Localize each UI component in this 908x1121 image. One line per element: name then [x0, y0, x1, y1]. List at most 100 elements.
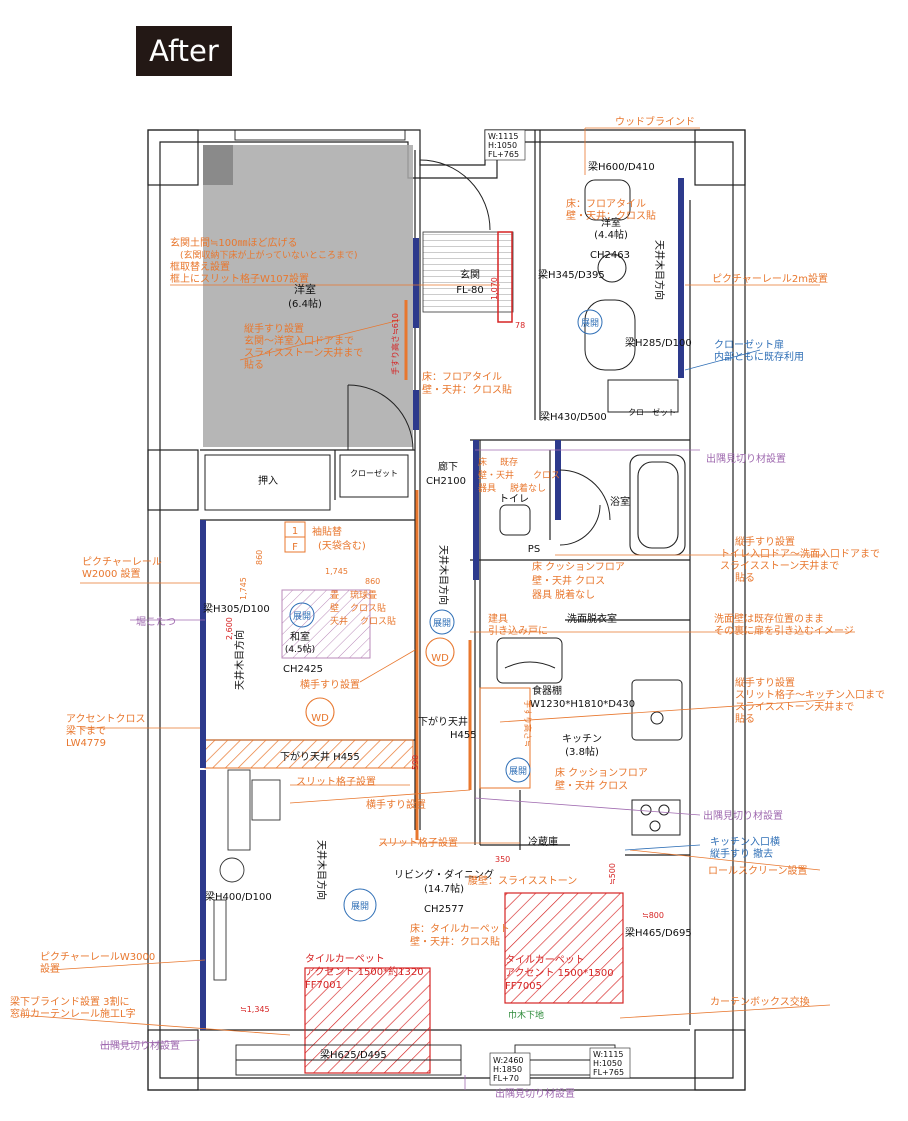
note-w-room-wall: 壁・天井：クロス貼	[566, 209, 656, 222]
window-bottom-mid-h: H:1850	[493, 1065, 522, 1074]
room-closet-mid: クローゼット	[350, 468, 398, 478]
dim-800: ≒800	[642, 911, 664, 920]
fixtures	[204, 179, 683, 836]
room-oshiire: 押入	[258, 474, 278, 487]
room-western-small-name: 洋室	[601, 216, 621, 229]
room-japanese-name: 和室	[290, 630, 310, 643]
note-living-floor: 床：タイルカーペット	[410, 922, 510, 935]
note-wash-wall: 壁・天井 クロス	[532, 574, 605, 587]
note-w-room-floor: 床：フロアタイル	[566, 197, 646, 210]
western-room-large-bevel	[203, 145, 233, 185]
leader-lines-purple	[99, 449, 701, 1090]
note-entrance-3: 框取替え設置	[170, 260, 230, 273]
dim-1745-b: 1,745	[239, 577, 248, 600]
wd-label-1: WD	[431, 653, 449, 664]
note-kitchen-rail-3: スライスストーン天井まで	[735, 700, 854, 713]
note-kitchen-entry-1: キッチン入口横	[710, 835, 780, 848]
western-room-large-floor	[203, 145, 413, 447]
room-western-large-size: (6.4帖)	[288, 297, 322, 310]
note-accent-2: 梁下まで	[66, 724, 106, 737]
pillar-label: 袖貼替	[312, 525, 342, 538]
note-wash-wall-note-2: その裏に扉を引き込むイメージ	[714, 624, 854, 637]
tenkai-label-5: 展開	[351, 901, 369, 912]
dim-2600: 2,600	[225, 617, 234, 640]
hall-tools: 器具	[478, 483, 496, 494]
hall-floor-1: 床	[478, 456, 487, 468]
doors	[347, 159, 611, 546]
window-top-fl: FL+765	[488, 150, 519, 159]
note-roll-screen: ロールスクリーン設置	[708, 864, 808, 877]
room-hallway-ch: CH2100	[426, 476, 466, 487]
room-japanese-size: (4.5帖)	[285, 643, 315, 655]
tenkai-label-2: 展開	[293, 611, 311, 622]
misc-labels: 食器棚 W1230*H1810*D430 1 F 袖貼替 (天袋含む) 1,74…	[225, 277, 664, 1021]
note-toilet-rail-4: 貼る	[735, 571, 755, 584]
bathtub	[629, 454, 686, 556]
window-bottom-mid-fl: FL+70	[493, 1074, 519, 1083]
room-western-small-ch: CH2463	[590, 250, 630, 261]
beam-8: 梁H625/D495	[320, 1048, 387, 1061]
beam-3: 梁H285/D100	[625, 336, 692, 349]
room-bath: 浴室	[610, 495, 630, 508]
window-bottom-mid-w: W:2460	[493, 1056, 524, 1065]
room-kitchen-size: (3.8帖)	[565, 745, 599, 758]
note-blind-1: 梁下ブラインド設置 3割に	[10, 995, 130, 1008]
hall-wall: 壁・天井	[478, 469, 514, 481]
jap-kurosu-2: クロス貼	[360, 615, 396, 627]
notes-orange: ウッドブラインド 床：フロアタイル 壁・天井：クロス貼 玄関土間≒100㎜ほど広…	[10, 115, 885, 1020]
note-kitchen-rail-2: スリット格子～キッチン入口まで	[735, 688, 885, 701]
tile-carpet-b	[504, 892, 624, 1004]
note-slit-2: スリット格子設置	[378, 836, 458, 849]
note-picture-rail-w3000-2: 設置	[40, 962, 60, 975]
note-kitchen-wall: 壁・天井 クロス	[555, 779, 628, 792]
handrail-marks	[404, 300, 472, 840]
hall-floor-2: 既存	[500, 456, 518, 468]
notes-purple: 出隅見切り材設置 堀こたつ 出隅見切り材設置 出隅見切り材設置 出隅見切り材設置	[100, 452, 786, 1100]
note-toilet-rail-2: トイレ入口ドア～洗面入口ドアまで	[720, 548, 880, 560]
ceiling-lowered-2: 下がり天井	[418, 715, 468, 728]
jap-kabe: 壁	[330, 602, 339, 614]
entrance-slit	[497, 231, 513, 323]
furniture	[213, 769, 281, 981]
beam-labels: 梁H600/D410 梁H345/D395 梁H285/D100 梁H430/D…	[203, 160, 692, 1061]
room-toilet: トイレ	[499, 494, 529, 505]
pillar-note: F	[292, 542, 298, 553]
note-tile-carpet-a-3: FF7001	[305, 980, 342, 991]
note-living-wall: 壁・天井：クロス貼	[410, 935, 500, 948]
note-entrance-floor: 床：フロアタイル	[422, 370, 502, 383]
note-outcorner-2: 出隅見切り材設置	[703, 809, 783, 822]
note-handrail-v4: 貼る	[244, 358, 264, 371]
note-picture-rail-w2000-2: W2000 設置	[82, 567, 141, 580]
note-toilet-rail-3: スライスストーン天井まで	[720, 559, 839, 572]
ceiling-direction-1: 天井木目方向	[653, 240, 666, 300]
window-bottom-right-w: W:1115	[593, 1050, 624, 1059]
note-wall-slice: 腰壁：スライスストーン	[468, 874, 577, 887]
pillar-num: 1	[292, 526, 298, 537]
ceiling-lowered-1: 下がり天井 H455	[280, 750, 360, 763]
dim-860-b: 860	[255, 550, 264, 565]
note-wood-blind: ウッドブラインド	[615, 115, 695, 128]
leader-lines	[19, 127, 855, 1036]
note-entrance-2: (玄関収納下床が上がっていないところまで)	[180, 249, 358, 261]
dim-1745-a: 1,745	[325, 567, 348, 576]
note-outcorner-1: 出隅見切り材設置	[706, 452, 786, 465]
note-handrail-v1: 縦手すり設置	[244, 322, 304, 335]
beam-7: 梁H465/D695	[625, 926, 692, 939]
note-curtain-box: カーテンボックス交換	[710, 995, 810, 1008]
note-builtin-1: 建具	[488, 612, 508, 625]
room-living-name: リビング・ダイニング	[394, 868, 494, 881]
room-fridge: 冷蔵庫	[528, 835, 558, 848]
tile-carpet-a	[304, 967, 431, 1074]
jap-tatami: 畳	[330, 590, 339, 601]
ceiling-direction-4: 天井木目方向	[315, 840, 328, 900]
room-entrance-level: FL-80	[456, 285, 483, 296]
japanese-pit-hatch	[281, 589, 371, 659]
window-top-h: H:1050	[488, 141, 517, 150]
note-tile-carpet-b-3: FF7005	[505, 981, 542, 992]
hall-rem: 脱着なし	[510, 482, 546, 494]
ceiling-lowered-2b: H455	[450, 730, 477, 741]
after-title-badge: After	[136, 26, 232, 76]
wd-labels: WD WD	[311, 653, 449, 724]
ceiling-direction-3: 天井木目方向	[437, 545, 450, 605]
